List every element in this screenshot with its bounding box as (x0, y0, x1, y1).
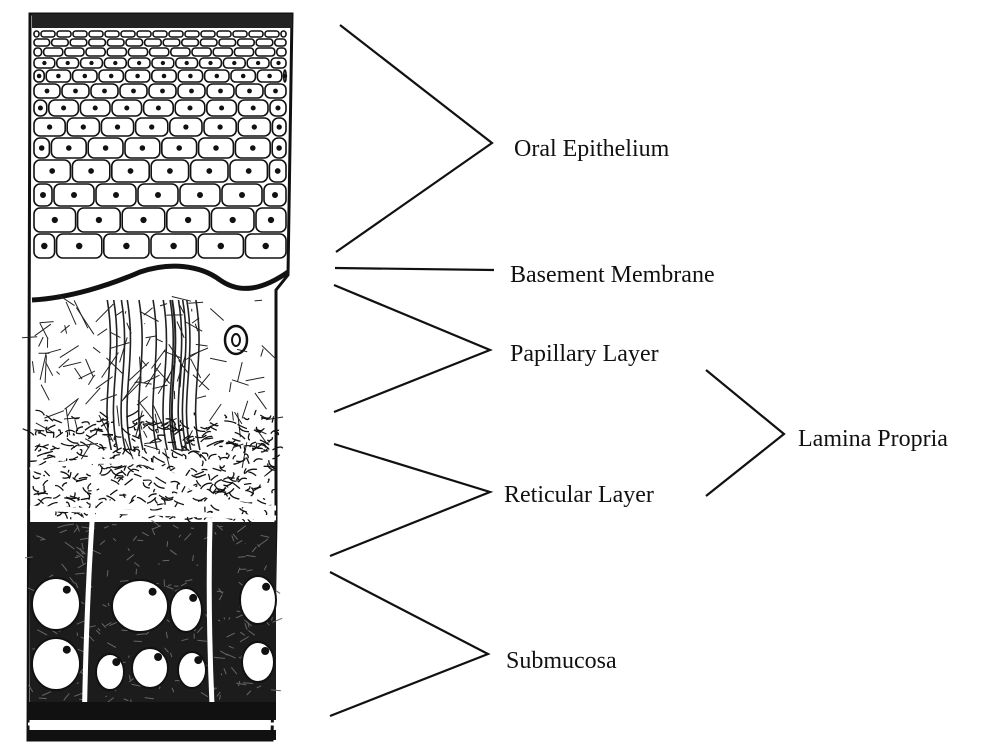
label-submucosa: Submucosa (506, 648, 617, 674)
oral-epithelium-pointer (336, 25, 492, 252)
lamina-propria-bracket (706, 370, 784, 496)
label-papillary-layer: Papillary Layer (510, 341, 659, 367)
basement-membrane-pointer (335, 268, 494, 270)
label-lamina-propria: Lamina Propria (798, 426, 948, 452)
label-basement-membrane: Basement Membrane (510, 262, 715, 288)
reticular-layer-pointer (330, 444, 490, 556)
tissue-section (22, 14, 292, 740)
submucosa-pointer (330, 572, 488, 716)
pointer-lines (330, 25, 784, 716)
labels: Oral Epithelium Basement Membrane Papill… (504, 136, 948, 674)
label-reticular-layer: Reticular Layer (504, 482, 654, 508)
papillary-layer-pointer (334, 285, 490, 412)
label-oral-epithelium: Oral Epithelium (514, 136, 670, 162)
